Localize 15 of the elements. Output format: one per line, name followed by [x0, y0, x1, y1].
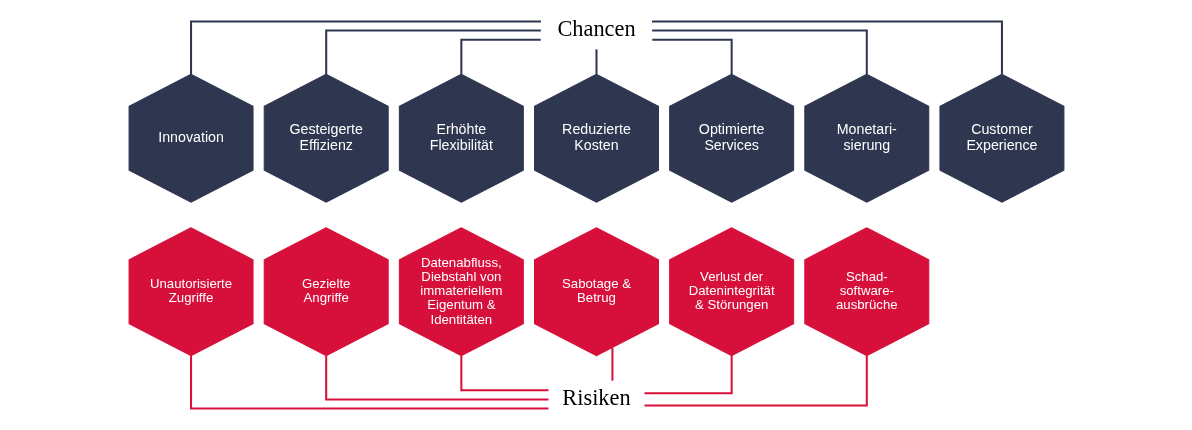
connector: [651, 29, 868, 75]
node-text: Risiken: [561, 385, 631, 411]
node-text: Chancen: [556, 16, 636, 42]
connector: [644, 355, 733, 395]
connector: [610, 347, 613, 381]
connector: [324, 29, 541, 75]
connector: [189, 20, 541, 75]
connector: [459, 38, 541, 75]
connector: [651, 38, 733, 75]
connector: [651, 20, 1003, 75]
connector: [644, 355, 868, 407]
connector: [595, 49, 597, 74]
connector: [189, 355, 548, 410]
connector: [459, 355, 548, 392]
connector: [324, 355, 548, 401]
